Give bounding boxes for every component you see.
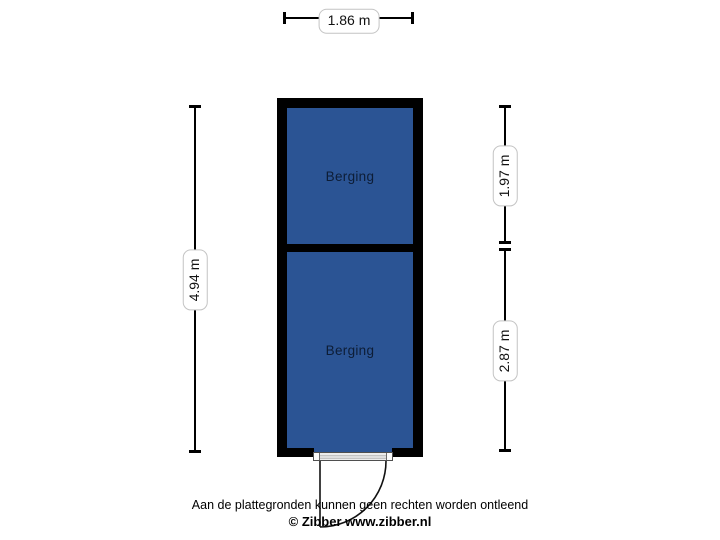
room-berging-top: Berging: [287, 108, 413, 244]
door-threshold: [313, 452, 393, 461]
dimension-right-top-tick-bottom: [499, 241, 511, 244]
room-label-berging-top: Berging: [325, 168, 375, 184]
footer: Aan de plattegronden kunnen geen rechten…: [0, 497, 720, 529]
dimension-top-tick-right: [411, 12, 414, 24]
dimension-label-right-bottom: 2.87 m: [492, 320, 518, 382]
building-outline: Berging Berging: [277, 98, 423, 457]
room-label-berging-bottom: Berging: [325, 342, 375, 358]
dimension-right-bottom-tick-top: [499, 248, 511, 251]
room-berging-bottom: Berging: [287, 252, 413, 448]
door-opening-fill: [314, 448, 392, 453]
footer-copyright-text: © Zibber www.zibber.nl: [288, 514, 432, 529]
dimension-right-bottom-tick-bottom: [499, 449, 511, 452]
dimension-left-tick-top: [189, 105, 201, 108]
dimension-top-tick-left: [283, 12, 286, 24]
dimension-label-top-width: 1.86 m: [318, 8, 380, 34]
dimension-label-right-top: 1.97 m: [492, 145, 518, 207]
dimension-left-tick-bottom: [189, 450, 201, 453]
footer-disclaimer-text: Aan de plattegronden kunnen geen rechten…: [191, 498, 529, 512]
dimension-label-left-height: 4.94 m: [182, 249, 208, 311]
dimension-right-top-tick-top: [499, 105, 511, 108]
